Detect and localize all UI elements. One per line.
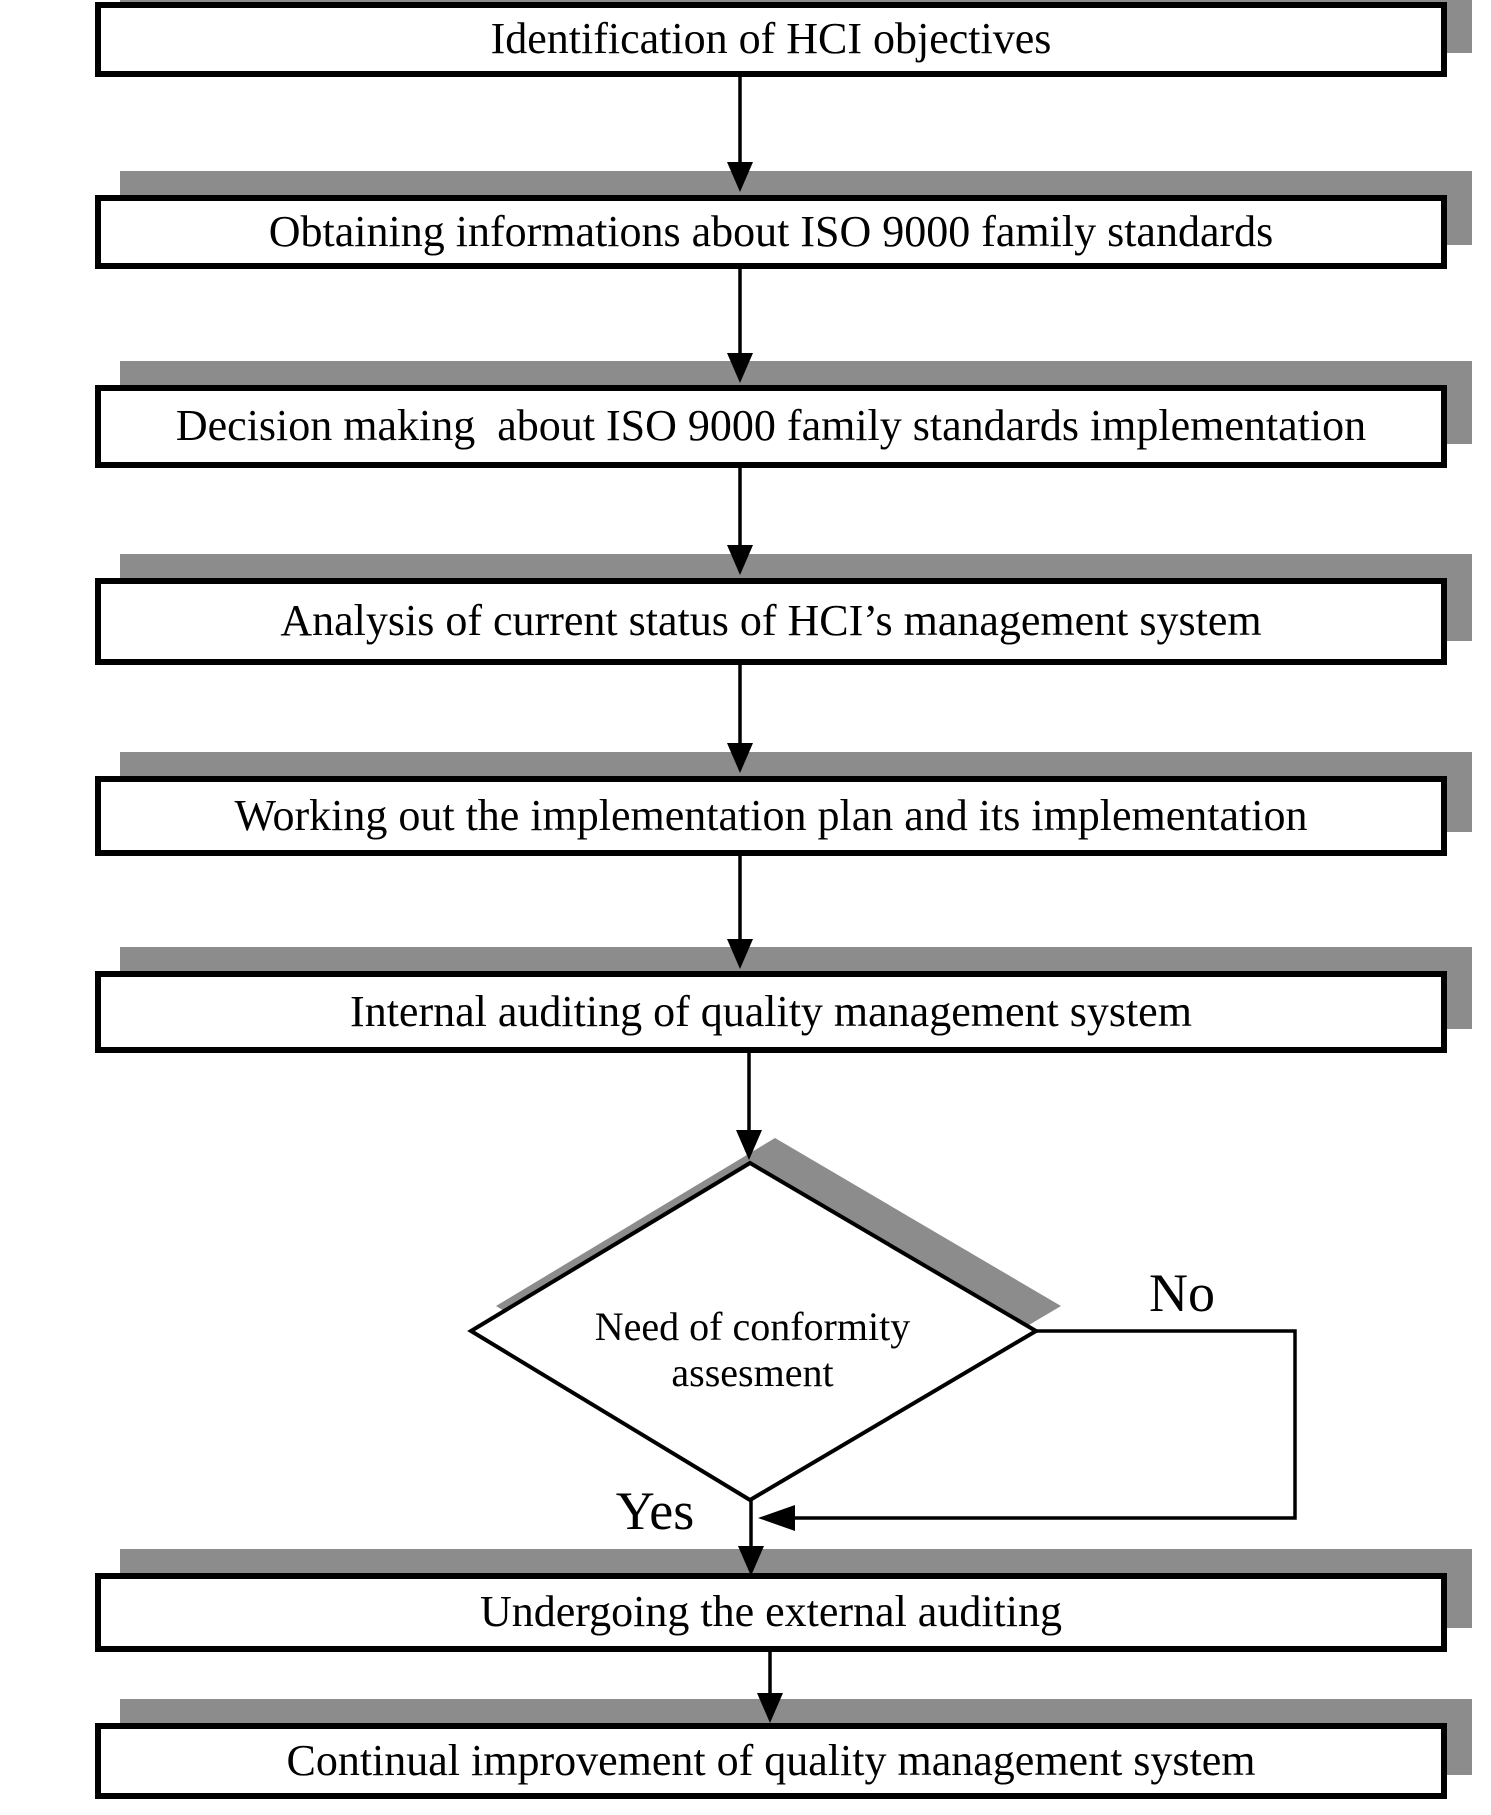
step-box-continual-improvement: Continual improvement of quality managem… (95, 1723, 1447, 1799)
step-box-implementation-plan: Working out the implementation plan and … (95, 776, 1447, 856)
flow-arrow-1-2 (727, 77, 753, 192)
step-box-internal-auditing: Internal auditing of quality management … (95, 971, 1447, 1053)
step-box-obtaining-info: Obtaining informations about ISO 9000 fa… (95, 195, 1447, 269)
step-box-identification: Identification of HCI objectives (95, 2, 1447, 77)
decision-label: Need of conformity assesment (500, 1300, 1005, 1400)
flow-arrow-decision-7 (738, 1500, 764, 1576)
flow-arrow-3-4 (727, 468, 753, 575)
flow-arrow-7-8 (757, 1652, 783, 1723)
flow-arrow-6-decision (736, 1053, 762, 1160)
yes-label: Yes (615, 1481, 695, 1541)
decision-label-line2: assesment (671, 1350, 834, 1395)
no-branch-arrowhead (758, 1505, 795, 1531)
step-box-decision-making: Decision making about ISO 9000 family st… (95, 385, 1447, 468)
flow-arrow-5-6 (727, 856, 753, 969)
step-box-analysis-status: Analysis of current status of HCI’s mana… (95, 578, 1447, 665)
step-box-external-auditing: Undergoing the external auditing (95, 1573, 1447, 1652)
flow-arrow-4-5 (727, 665, 753, 773)
no-label: No (1149, 1263, 1215, 1323)
flow-arrow-2-3 (727, 269, 753, 383)
decision-label-line1: Need of conformity (594, 1304, 911, 1349)
